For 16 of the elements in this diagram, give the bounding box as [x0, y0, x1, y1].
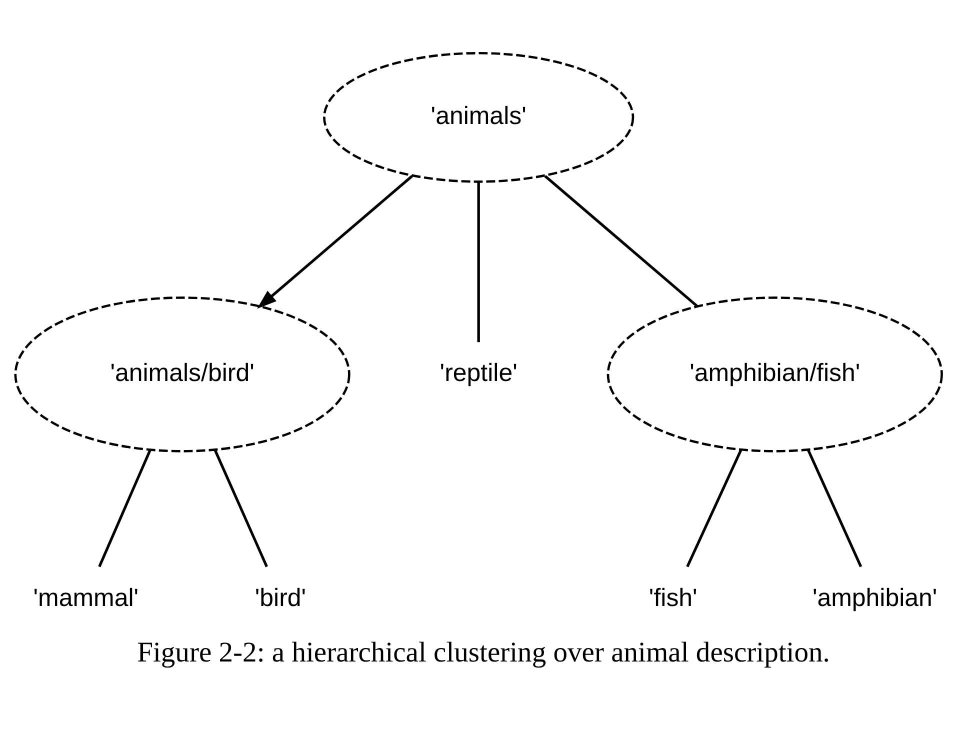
- node-text: 'amphibian': [812, 583, 938, 612]
- connector: [544, 174, 698, 307]
- node-text: 'fish': [648, 583, 698, 612]
- caption: Figure 2-2: a hierarchical clustering over animal description.: [137, 636, 830, 668]
- connector: [806, 448, 862, 567]
- node-text: 'bird': [254, 583, 306, 612]
- node-ellipse: 'amphibian/fish': [606, 296, 943, 452]
- node-ellipse: 'animals/bird': [14, 296, 350, 452]
- arrow: [257, 174, 413, 308]
- connector: [477, 181, 480, 342]
- connector: [214, 448, 268, 567]
- node-ellipse: 'animals': [323, 51, 634, 182]
- connector: [98, 448, 152, 567]
- node-text: 'mammal': [33, 583, 139, 612]
- connector: [686, 448, 742, 567]
- node-text: 'reptile': [440, 358, 518, 387]
